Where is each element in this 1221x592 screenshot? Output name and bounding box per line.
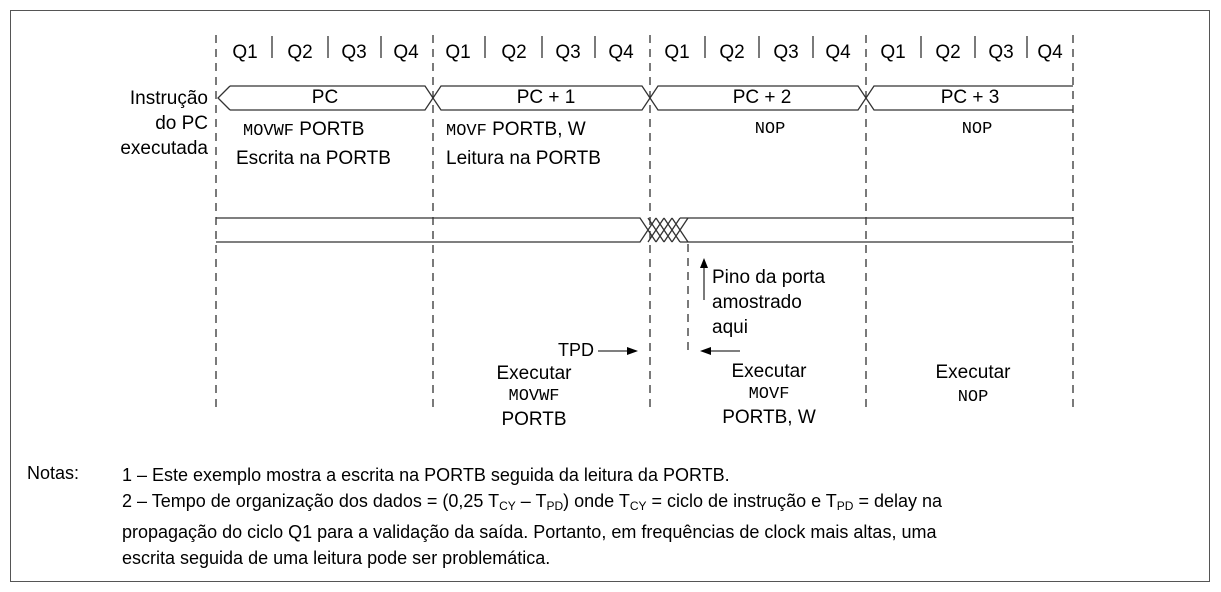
q-label: Q1 [664, 42, 690, 63]
exec-text: Executar [731, 361, 807, 382]
instruction: NOP [754, 120, 786, 139]
note-2-line2: propagação do ciclo Q1 para a validação … [122, 522, 937, 542]
instruction: NOP [961, 120, 993, 139]
exec-op: NOP [957, 388, 989, 407]
q-label: Q1 [880, 42, 906, 63]
sample-note-line: Pino da porta [712, 267, 826, 288]
q-label: Q2 [501, 42, 527, 63]
q-label: Q3 [341, 42, 367, 63]
pc-label: PC [311, 87, 339, 108]
exec-label: Executar MOVWF PORTB [497, 362, 572, 431]
row-label: Instrução do PC executada [90, 86, 208, 161]
exec-label: Executar NOP [936, 360, 1011, 410]
row-label-line: Instrução [129, 88, 208, 109]
pc-bus [217, 85, 1073, 111]
pc-label: PC + 2 [732, 87, 792, 108]
port-bus [216, 217, 1073, 243]
q-label: Q3 [555, 42, 581, 63]
exec-op: MOVF [748, 385, 790, 404]
exec-op: MOVWF [508, 387, 560, 406]
row-label-line: do PC [155, 113, 208, 134]
q-label: Q4 [825, 42, 851, 63]
diagram-frame [10, 10, 1210, 582]
row-label-line: executada [120, 138, 208, 159]
arrows [598, 258, 740, 355]
q-label: Q2 [719, 42, 745, 63]
instruction: MOVWF PORTB [243, 119, 365, 141]
q-label: Q2 [287, 42, 313, 63]
tpd-label: TPD [558, 340, 594, 360]
q-label: Q1 [445, 42, 471, 63]
note-1: 1 – Este exemplo mostra a escrita na POR… [122, 465, 730, 485]
q-label: Q1 [232, 42, 258, 63]
sample-note: Pino da porta amostrado aqui [712, 265, 825, 340]
exec-arg: PORTB [501, 409, 567, 430]
exec-label: Executar MOVF PORTB, W [722, 360, 816, 429]
exec-arg: PORTB, W [722, 407, 816, 428]
sample-note-line: amostrado [712, 292, 802, 313]
pc-label: PC + 1 [516, 87, 576, 108]
q-label: Q4 [608, 42, 634, 63]
notes-title: Notas: [27, 463, 80, 483]
q-label: Q4 [393, 42, 419, 63]
pc-label: PC + 3 [940, 87, 1000, 108]
instruction-desc: Leitura na PORTB [446, 148, 601, 169]
quarter-ticks [271, 36, 1028, 58]
q-label: Q4 [1037, 42, 1063, 63]
q-label: Q3 [773, 42, 799, 63]
note-2: 2 – Tempo de organização dos dados = (0,… [122, 491, 943, 513]
note-2-line3: escrita seguida de uma leitura pode ser … [122, 548, 551, 568]
instruction-desc: Escrita na PORTB [236, 148, 391, 169]
sample-note-line: aqui [712, 317, 748, 338]
notes-body: 1 – Este exemplo mostra a escrita na POR… [122, 462, 942, 571]
exec-text: Executar [935, 362, 1011, 383]
q-label: Q3 [988, 42, 1014, 63]
instruction: MOVF PORTB, W [446, 119, 586, 141]
exec-text: Executar [496, 363, 572, 384]
q-label: Q2 [935, 42, 961, 63]
